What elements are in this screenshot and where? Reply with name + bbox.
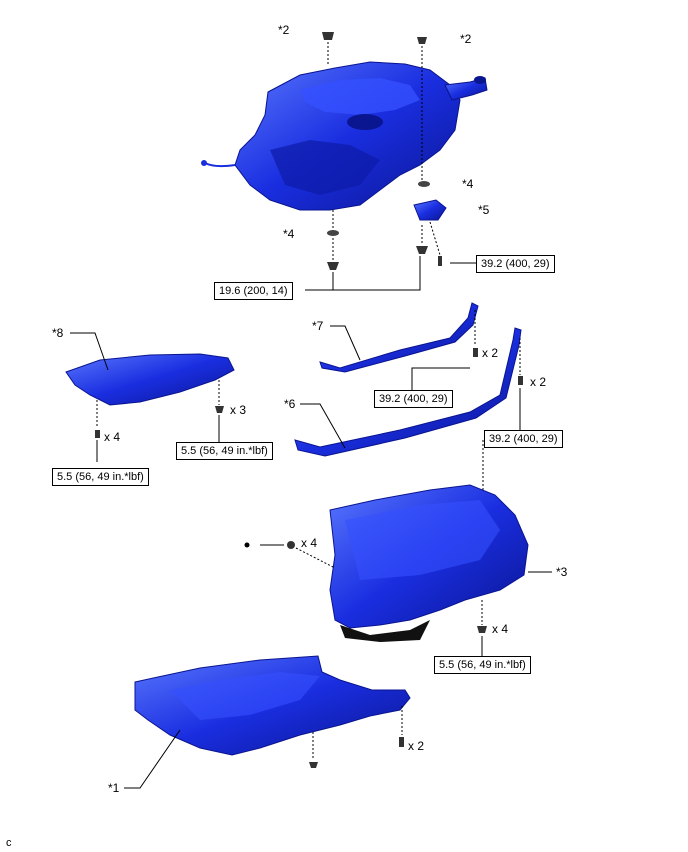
torque-undercover8-right: 5.5 (56, 49 in.*lbf) xyxy=(176,442,273,460)
cushion-lower xyxy=(327,210,428,270)
figure-code: c xyxy=(6,837,12,849)
qty-band7: x 2 xyxy=(482,346,499,360)
qty-undercover8-right: x 3 xyxy=(230,403,247,417)
callout-undercover-main: *1 xyxy=(108,781,120,795)
qty-insulator-clip: x 4 xyxy=(301,536,318,550)
undercover-rear-left xyxy=(65,332,235,462)
undercover-main xyxy=(124,655,411,789)
callout-cushion-upper: *4 xyxy=(462,177,474,191)
torque-undercover8-left: 5.5 (56, 49 in.*lbf) xyxy=(52,468,149,486)
callout-tank-grommet-left: *2 xyxy=(278,23,290,37)
callout-band-lower: *6 xyxy=(284,397,296,411)
heat-insulator xyxy=(244,484,552,656)
callout-tank-grommet-right: *2 xyxy=(460,32,472,46)
qty-undercover1: x 2 xyxy=(408,739,425,753)
torque-band7-bolt: 39.2 (400, 29) xyxy=(374,390,453,408)
qty-undercover8-left: x 4 xyxy=(104,430,121,444)
tank-grommet-left xyxy=(322,32,334,64)
cushion-upper xyxy=(418,181,430,187)
tank-grommet-right xyxy=(417,37,427,180)
torque-tank-clamp: 19.6 (200, 14) xyxy=(214,282,293,300)
qty-insulator-bolt: x 4 xyxy=(492,622,509,636)
torque-bracket-bolt: 39.2 (400, 29) xyxy=(476,255,555,273)
bracket xyxy=(413,199,447,266)
callout-cushion-lower: *4 xyxy=(283,227,295,241)
fuel-tank xyxy=(201,61,488,211)
callout-bracket: *5 xyxy=(478,203,490,217)
torque-insulator-bolt: 5.5 (56, 49 in.*lbf) xyxy=(434,656,531,674)
callout-heat-insulator: *3 xyxy=(556,565,568,579)
callout-undercover-rear-left: *8 xyxy=(52,326,64,340)
band-upper xyxy=(319,302,479,390)
torque-band6-bolt: 39.2 (400, 29) xyxy=(484,430,563,448)
tank-clamp-leaders xyxy=(305,256,476,291)
callout-band-upper: *7 xyxy=(312,319,324,333)
qty-band6: x 2 xyxy=(530,375,547,389)
